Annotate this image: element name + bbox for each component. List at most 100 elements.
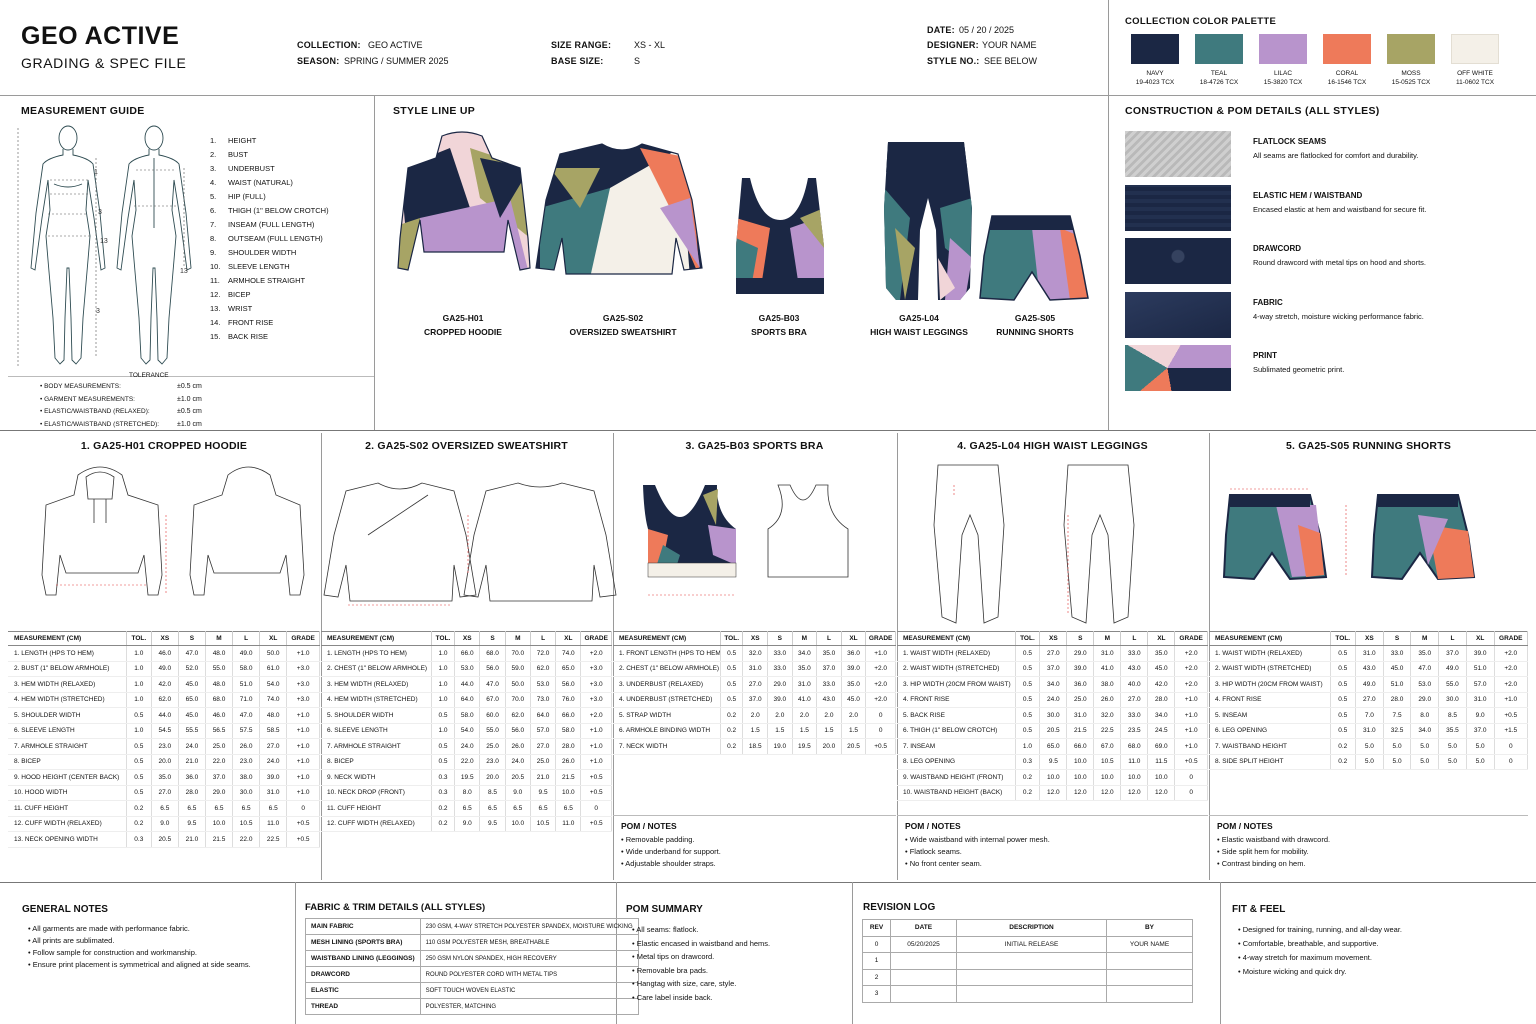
svg-text:3: 3 [96,308,100,315]
table-cell: 10.0 [205,816,234,832]
table-header-cell: M [1410,631,1440,646]
table-cell: 21.0 [178,754,206,770]
table-cell: 20.5 [841,738,867,755]
table-cell: 0.5 [431,738,456,755]
table-cell: 38.0 [232,769,261,786]
table-cell: 4. UNDERBUST (STRETCHED) [613,692,721,708]
table-cell: 22.5 [259,831,288,848]
table-cell: +3.0 [580,676,612,693]
note-item: Wide waistband with internal power mesh. [905,834,1050,846]
table-cell: 21.5 [205,831,234,848]
table-cell: 22.5 [1093,723,1122,739]
measurement-item: 14.FRONT RISE [210,318,274,327]
table-cell: 59.0 [505,661,531,677]
table-cell: 41.0 [1093,661,1122,677]
fabric-label: MAIN FABRIC [305,918,421,935]
table-cell: 46.0 [151,645,179,662]
table-cell: 7. ARMHOLE STRAIGHT [8,738,127,755]
table-cell: 24.0 [505,754,531,770]
tolerance-label: • GARMENT MEASUREMENTS: [40,395,135,403]
table-cell: 27.0 [1039,645,1068,662]
notes-divider [613,815,896,816]
table-cell: 60.0 [479,707,506,724]
style-code: GA25-S05 [1014,313,1056,323]
table-cell: 68.0 [479,645,506,662]
table-cell: 43.0 [1120,661,1149,677]
tolerance-label: • ELASTIC/WAISTBAND (RELAXED): [40,408,150,416]
revision-cell [956,952,1107,970]
table-cell: 58.0 [232,661,261,677]
table-cell: 0.5 [1330,723,1357,739]
table-cell: +0.5 [865,738,896,755]
table-cell: 58.0 [555,723,582,739]
fabric-value: POLYESTER, MATCHING [419,998,639,1015]
table-cell: 38.0 [1093,676,1122,693]
table-cell: 0.2 [126,800,152,817]
table-cell: 5. SHOULDER WIDTH [8,707,127,724]
revision-cell: YOUR NAME [1106,935,1193,953]
table-cell: 42.0 [151,676,179,693]
table-cell: 40.0 [1120,676,1149,693]
fabric-label: ELASTIC [305,982,421,999]
table-cell: 2.0 [767,707,793,724]
measurement-item: 4.WAIST (NATURAL) [210,178,293,187]
table-cell: 5.0 [1383,738,1412,755]
table-cell: 12.0 [1120,785,1149,801]
table-header-cell: XL [841,631,867,646]
table-cell: 33.0 [767,645,793,662]
table-cell: 31.0 [259,785,288,801]
revision-cell: 2 [862,968,891,986]
table-cell: 9.5 [1039,754,1068,770]
table-cell: 5.0 [1438,754,1467,770]
table-header-cell: TOL. [126,631,152,646]
table-cell: 0 [865,707,896,724]
revision-cell: 0 [862,935,891,953]
note-item: Wide underband for support. [621,846,721,858]
table-header-cell: TOL. [720,631,744,646]
list-item: Ensure print placement is symmetrical an… [28,959,251,971]
table-cell: 0 [1494,754,1529,770]
table-cell: 55.0 [205,661,234,677]
table-cell: 0.3 [126,831,152,848]
color-name: OFF WHITE [1457,70,1493,77]
construction-swatch [1125,345,1231,391]
table-cell: 1. WAIST WIDTH (RELAXED) [1209,645,1331,662]
construction-item-title: DRAWCORD [1253,244,1301,253]
revision-header-cell: DESCRIPTION [956,919,1107,937]
color-swatch [1387,34,1435,64]
table-cell: 3. HIP WIDTH (20CM FROM WAIST) [1209,676,1331,693]
table-header-cell: MEASUREMENT (CM) [321,631,432,646]
table-cell: 5.0 [1410,754,1440,770]
table-cell: 0.2 [1015,769,1041,786]
table-cell: 49.0 [1438,661,1467,677]
table-cell: 9.5 [178,816,206,832]
table-cell: 1.5 [767,723,793,739]
general-notes-title: GENERAL NOTES [22,904,108,915]
fabric-value: SOFT TOUCH WOVEN ELASTIC [419,982,639,999]
table-header-cell: XL [1466,631,1495,646]
table-cell: 10. HOOD WIDTH [8,785,127,801]
table-cell: 36.0 [178,769,206,786]
table-cell: +1.0 [1174,723,1208,739]
list-item: All prints are sublimated. [28,935,251,947]
table-cell: 35.0 [792,661,818,677]
table-cell: 37.0 [742,692,769,708]
table-cell: 76.0 [555,692,582,708]
table-cell: 1.0 [431,723,456,739]
table-cell: 0.5 [720,676,744,693]
table-cell: 2. WAIST WIDTH (STRETCHED) [1209,661,1331,677]
revision-cell [956,985,1107,1003]
table-cell: 22.0 [205,754,234,770]
